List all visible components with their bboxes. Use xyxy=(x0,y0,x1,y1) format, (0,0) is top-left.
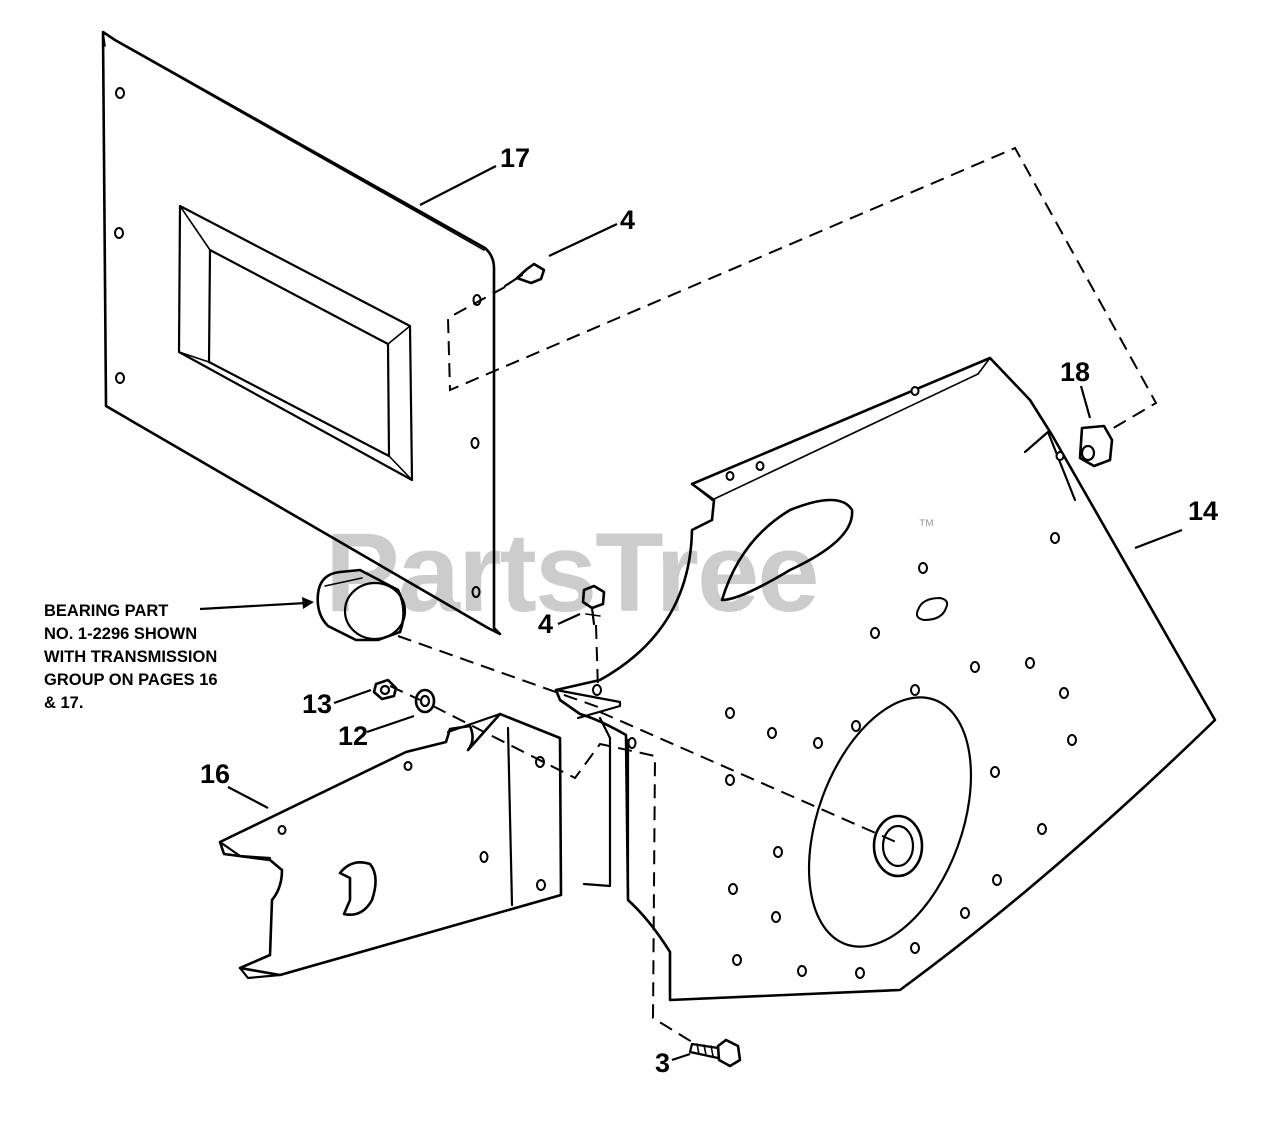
screw-4-top xyxy=(503,262,546,288)
callout-17: 17 xyxy=(500,143,530,173)
nut-13 xyxy=(372,678,398,701)
note-line-4: GROUP ON PAGES 16 xyxy=(44,671,218,689)
callouts: 17 4 18 14 4 13 12 16 3 xyxy=(200,143,1218,1078)
callout-16: 16 xyxy=(200,759,230,789)
watermark-trademark: ™ xyxy=(918,516,935,535)
callout-12: 12 xyxy=(338,721,368,751)
leader-lines xyxy=(199,165,1183,1062)
watermark: PartsTree ™ xyxy=(325,510,935,635)
callout-18: 18 xyxy=(1060,357,1090,387)
watermark-text: PartsTree xyxy=(325,510,818,635)
side-plate-14 xyxy=(554,356,1217,1002)
bearing-note: BEARING PART NO. 1-2296 SHOWN WITH TRANS… xyxy=(44,602,218,712)
note-line-1: BEARING PART xyxy=(44,602,168,620)
screw-4-middle xyxy=(581,584,606,626)
washer-12 xyxy=(414,688,436,714)
assembly-lines xyxy=(389,146,1158,1043)
note-line-2: NO. 1-2296 SHOWN xyxy=(44,625,197,643)
callout-4-top: 4 xyxy=(620,205,635,235)
bolt-3 xyxy=(688,1038,742,1068)
cover-panel-17 xyxy=(101,30,502,636)
bearing-part xyxy=(316,568,407,642)
support-bracket-16 xyxy=(218,712,563,980)
callout-13: 13 xyxy=(302,689,332,719)
callout-14: 14 xyxy=(1188,496,1218,526)
callout-4-middle: 4 xyxy=(538,609,553,639)
clip-nut-18 xyxy=(1078,424,1114,468)
note-line-3: WITH TRANSMISSION xyxy=(44,648,217,666)
note-line-5: & 17. xyxy=(44,694,83,712)
callout-3: 3 xyxy=(655,1048,670,1078)
